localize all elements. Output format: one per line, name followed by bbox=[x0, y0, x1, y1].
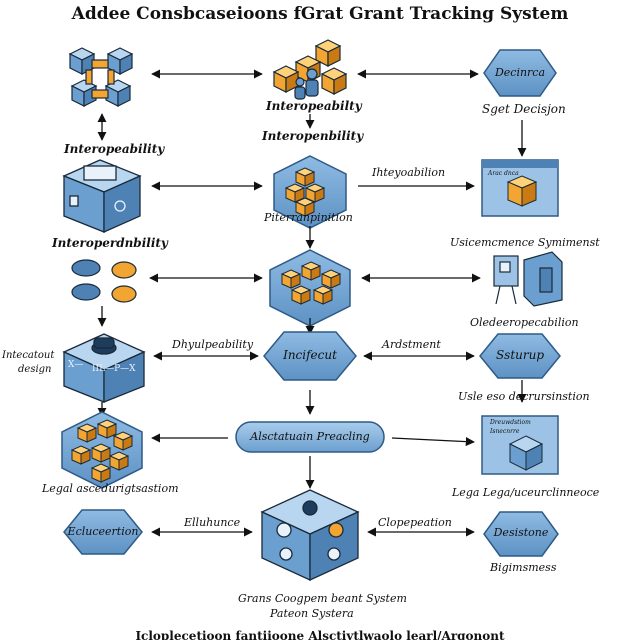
r3-right-device-icon bbox=[493, 251, 563, 307]
r2-right-window-panel bbox=[481, 159, 559, 217]
r6-center-cube-icon bbox=[260, 489, 360, 582]
r6-left-hexagon bbox=[63, 509, 143, 555]
r1-left-cube-cluster-icon bbox=[68, 47, 134, 107]
footer-label: Icloplecetioon fantiioone Alsctiytlwaolo… bbox=[135, 629, 505, 640]
r5-right-window-panel bbox=[481, 415, 559, 475]
r3-left-label: Interoperdnbility bbox=[52, 236, 168, 250]
r2-left-label: Interopeability bbox=[64, 142, 165, 156]
r2-center-below-label: Piterranpinition bbox=[264, 211, 353, 224]
bottom-label-b: Pateon Systera bbox=[270, 607, 354, 620]
arrow-r5-center-right bbox=[391, 437, 475, 447]
r4-right-hexagon bbox=[479, 333, 561, 379]
r1-center-label: Interopeabilty bbox=[266, 99, 362, 113]
bottom-label-a: Grans Coogpem beant System bbox=[238, 592, 407, 605]
r4-left-label-b: design bbox=[18, 364, 52, 375]
r6-right-below-label: Bigimsmess bbox=[490, 561, 557, 574]
r4-center-label: Incifecut bbox=[283, 348, 337, 362]
r6-right-hexagon bbox=[483, 511, 559, 557]
r6-left-label: Ecluceertion bbox=[67, 525, 139, 538]
diagram-title: Addee Consbcaseioons fGrat Grant Trackin… bbox=[71, 4, 569, 24]
r5-center-label: Alsctatuain Preacling bbox=[250, 430, 370, 443]
r6-arrow-right-label: Clopepeation bbox=[378, 516, 452, 529]
r4-right-label: Ssturup bbox=[495, 348, 545, 362]
r1-right-box-label: Decinrca bbox=[494, 66, 546, 79]
r4-arrow-right-label: Ardstment bbox=[382, 338, 441, 351]
r2-center-label: Interopenbility bbox=[262, 129, 364, 143]
r4-cube-symbol-b: IIL—P—X bbox=[92, 364, 136, 374]
r2-center-hexagon-icon bbox=[273, 155, 347, 229]
r4-arrow-left-label: Dhyulpeability bbox=[172, 338, 254, 351]
r3-right-below-label: Oledeeropecabilion bbox=[470, 316, 579, 329]
r5-center-pill bbox=[235, 421, 385, 453]
r5-left-below-label: Legal ascedurigtsastiom bbox=[42, 482, 179, 495]
r3-center-hexagon-icon bbox=[269, 249, 351, 327]
r3-left-discs-icon bbox=[71, 259, 137, 303]
r6-arrow-left-label: Elluhunce bbox=[184, 516, 241, 529]
r5-right-below-label: Lega Lega/uceurclinneoce bbox=[452, 486, 600, 499]
r5-panel-label-b: Isnecnrre bbox=[490, 428, 520, 435]
r2-arrow-label: Ihteyoabilion bbox=[372, 166, 446, 179]
r2-panel-label: Arac dnca bbox=[488, 170, 519, 177]
r4-cube-symbol-a: X— bbox=[68, 360, 84, 370]
r6-right-label: Desistone bbox=[493, 526, 549, 539]
r4-left-cube-icon bbox=[62, 333, 146, 403]
r1-right-label: Sget Decisjon bbox=[482, 102, 566, 116]
r1-center-cubes-people-icon bbox=[272, 39, 348, 100]
r1-right-hexagon bbox=[483, 49, 557, 97]
r4-center-hexagon bbox=[263, 331, 357, 381]
r4-left-label-a: Intecatout bbox=[2, 350, 55, 361]
r3-right-label: Usicemcmence Symimenst bbox=[450, 236, 600, 249]
r4-right-below-label: Usle eso decrursinstion bbox=[458, 390, 590, 403]
r2-left-box-icon bbox=[62, 159, 142, 234]
r5-left-hexagon-icon bbox=[61, 411, 143, 489]
r5-panel-label-a: Dreuwdstiom bbox=[490, 419, 531, 426]
